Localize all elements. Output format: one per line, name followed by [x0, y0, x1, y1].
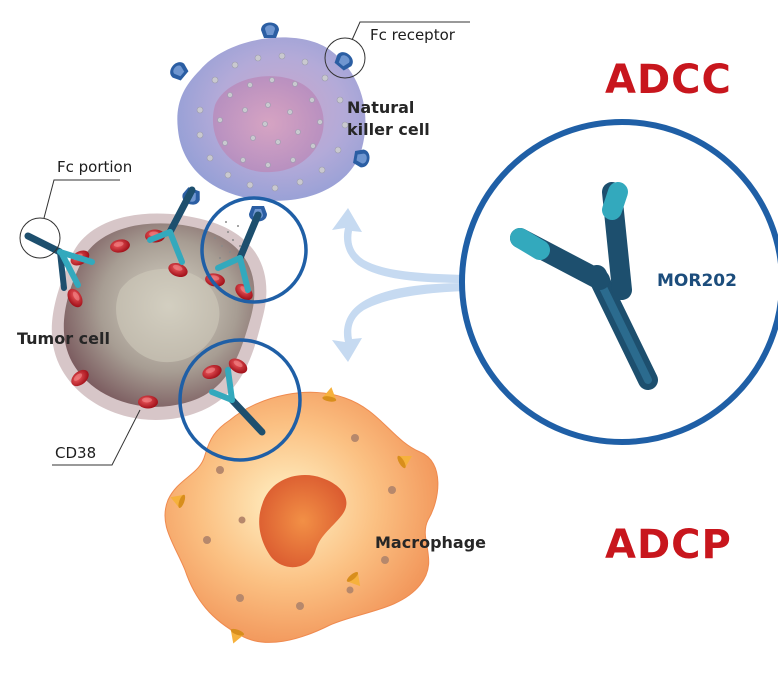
label-macrophage: Macrophage — [375, 533, 487, 552]
zoom-circles — [178, 196, 308, 462]
mor202-zoom — [459, 119, 778, 445]
fc-portion-marker — [19, 217, 61, 259]
leader-lines — [19, 21, 470, 466]
fc-receptor-marker — [324, 37, 366, 79]
antibody-bridge-2 — [215, 211, 262, 293]
antibody-fc-portion — [24, 232, 95, 291]
label-natural-killer-cell: Natural killer cell — [347, 98, 430, 139]
macrophage-cell — [164, 385, 439, 646]
antibody-bridge-1 — [147, 186, 196, 265]
natural-killer-cell — [166, 22, 371, 222]
tumor-cell — [51, 213, 267, 420]
zoom-circle-adcc — [200, 196, 308, 304]
zoom-circle-adcp — [178, 338, 302, 462]
label-tumor-cell: Tumor cell — [17, 329, 110, 348]
mor202-antibody-icon — [510, 182, 658, 390]
antibody-bridge-3 — [209, 367, 266, 436]
macrophage-granules — [203, 434, 396, 610]
label-fc-receptor: Fc receptor — [370, 26, 455, 44]
label-adcc: ADCC — [605, 57, 732, 103]
label-cd38: CD38 — [55, 444, 97, 462]
antibodies — [24, 186, 266, 436]
label-mor202: MOR202 — [657, 271, 737, 291]
label-fc-portion: Fc portion — [57, 158, 133, 176]
label-adcp: ADCP — [605, 522, 732, 568]
nk-granules — [196, 52, 349, 192]
cytotoxic-granules — [214, 221, 241, 259]
mechanism-arrows — [332, 208, 470, 362]
